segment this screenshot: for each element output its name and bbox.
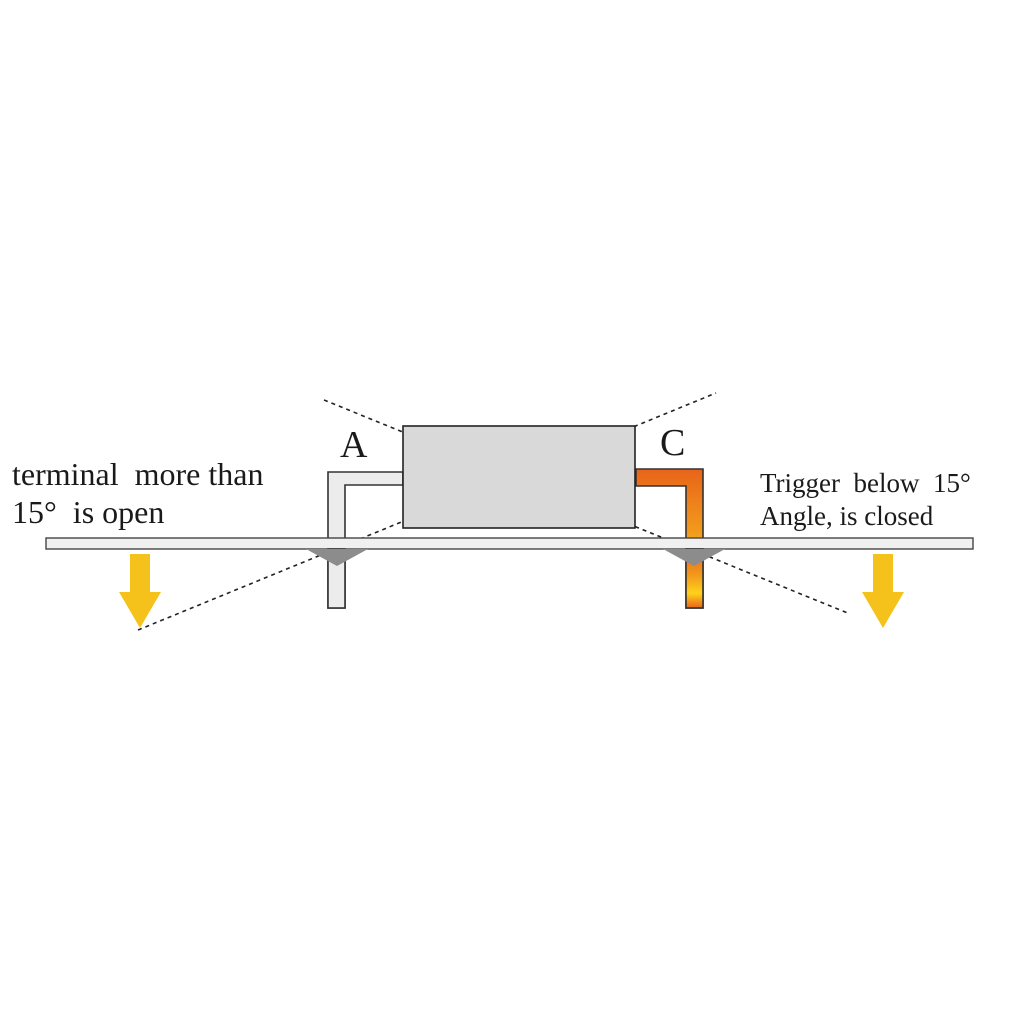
circuit-board bbox=[45, 537, 974, 550]
terminal-c-label: C bbox=[660, 422, 685, 464]
left-caption-line1: terminal more than bbox=[12, 456, 263, 492]
solder-joint-a bbox=[306, 549, 368, 566]
down-arrow-right-icon bbox=[862, 554, 904, 628]
down-arrow-left-icon bbox=[119, 554, 161, 628]
switch-body bbox=[402, 425, 636, 529]
left-caption-line2: 15° is open bbox=[12, 494, 164, 530]
terminal-a-label: A bbox=[340, 424, 368, 466]
right-caption-line2: Angle, is closed bbox=[760, 501, 934, 531]
right-caption-line1: Trigger below 15° bbox=[760, 468, 971, 498]
solder-joint-c bbox=[663, 549, 725, 566]
